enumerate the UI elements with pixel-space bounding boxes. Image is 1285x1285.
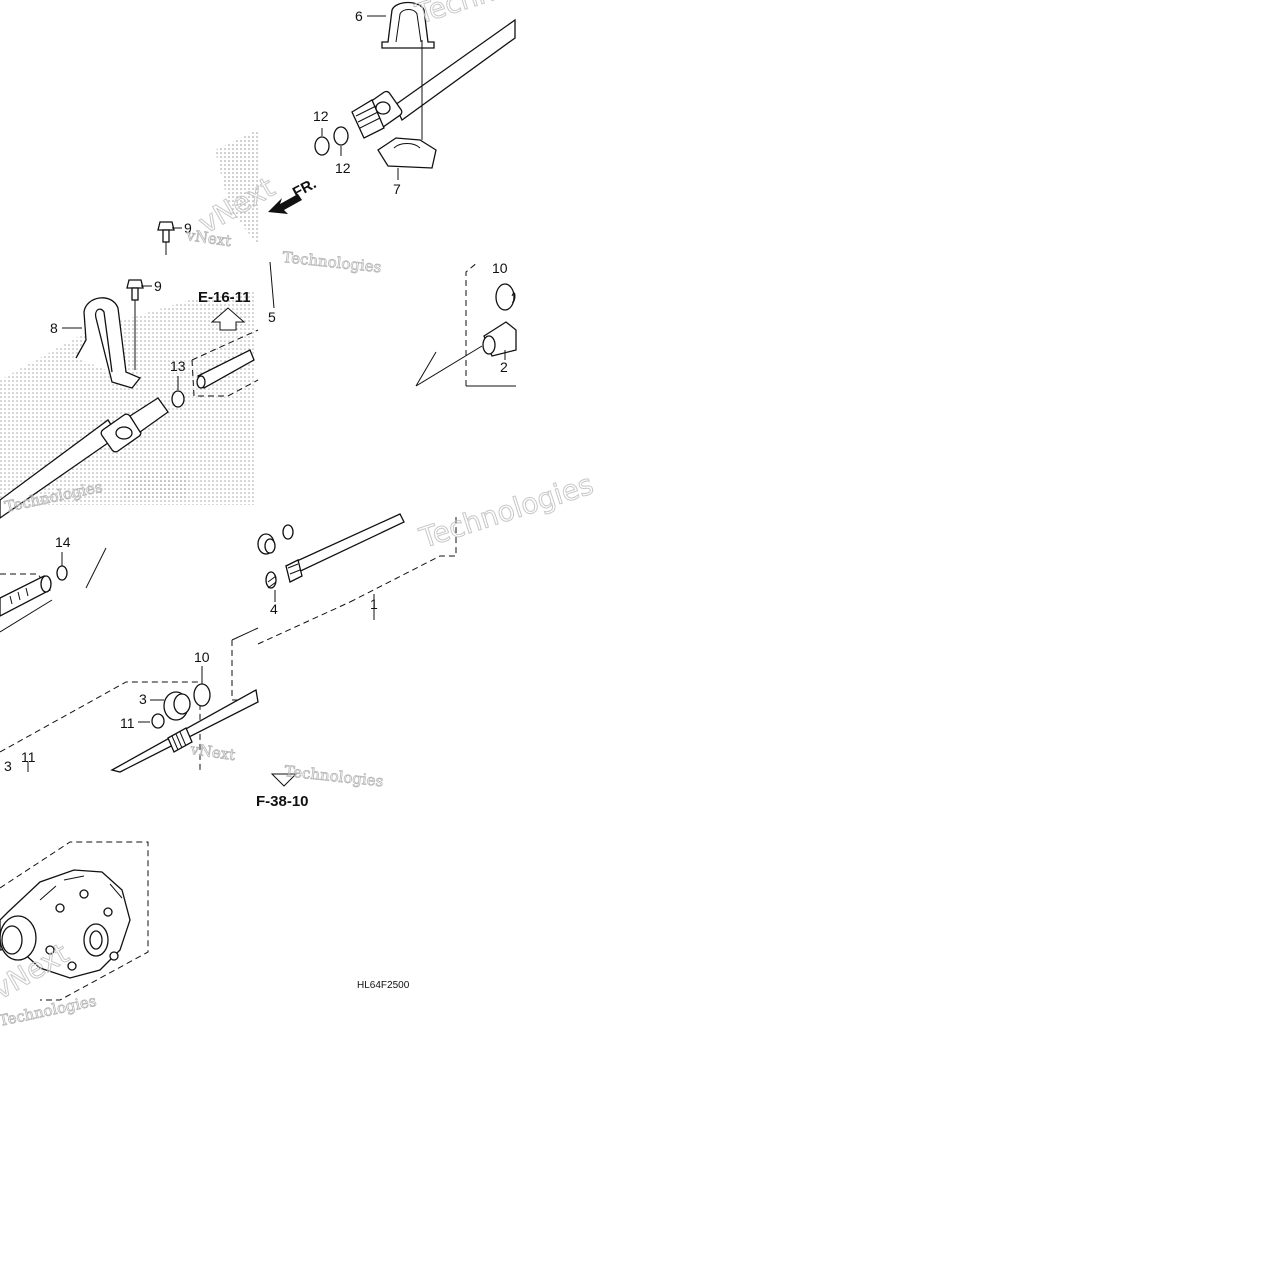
callout-5: 5 (268, 309, 276, 325)
callout-3: 3 (139, 691, 147, 707)
callout-10: 10 (492, 260, 508, 276)
lower-left-assembly (0, 547, 107, 633)
callout-8: 8 (50, 320, 58, 336)
callout-1: 1 (370, 596, 378, 612)
callout-2: 2 (500, 359, 508, 375)
callout-11: 11 (120, 715, 135, 731)
lower-right-assembly (257, 513, 457, 645)
callout-14: 14 (55, 534, 71, 550)
callout-9: 9 (184, 220, 192, 236)
right-stub-assembly (269, 261, 517, 387)
ref-f-38-10: F-38-10 (256, 773, 309, 810)
callout-12: 12 (313, 108, 329, 124)
lower-center-assembly (0, 627, 259, 773)
ref-label-e-16-11: E-16-11 (198, 289, 251, 306)
callout-7: 7 (393, 181, 401, 197)
ref-e-16-11: E-16-11 (198, 289, 251, 331)
differential-housing (0, 841, 149, 1001)
upper-shaft-assembly (314, 1, 516, 180)
logo-watermark (0, 130, 258, 505)
callout-11b: 11 (21, 749, 36, 765)
drawing-code: HL64F2500 (357, 980, 410, 991)
callout-10b: 10 (194, 649, 210, 665)
ref-label-f-38-10: F-38-10 (256, 793, 309, 810)
callout-6: 6 (355, 8, 363, 24)
callout-13: 13 (170, 358, 186, 374)
callout-3b: 3 (4, 758, 12, 774)
callout-4: 4 (270, 601, 278, 617)
callout-9b: 9 (154, 278, 162, 294)
callouts: 1 2 3 3 4 5 6 7 8 9 9 10 10 11 11 12 12 … (4, 8, 508, 774)
middle-shaft-assembly (0, 221, 259, 519)
svg-text:vNext: vNext (188, 740, 236, 764)
callout-12b: 12 (335, 160, 351, 176)
